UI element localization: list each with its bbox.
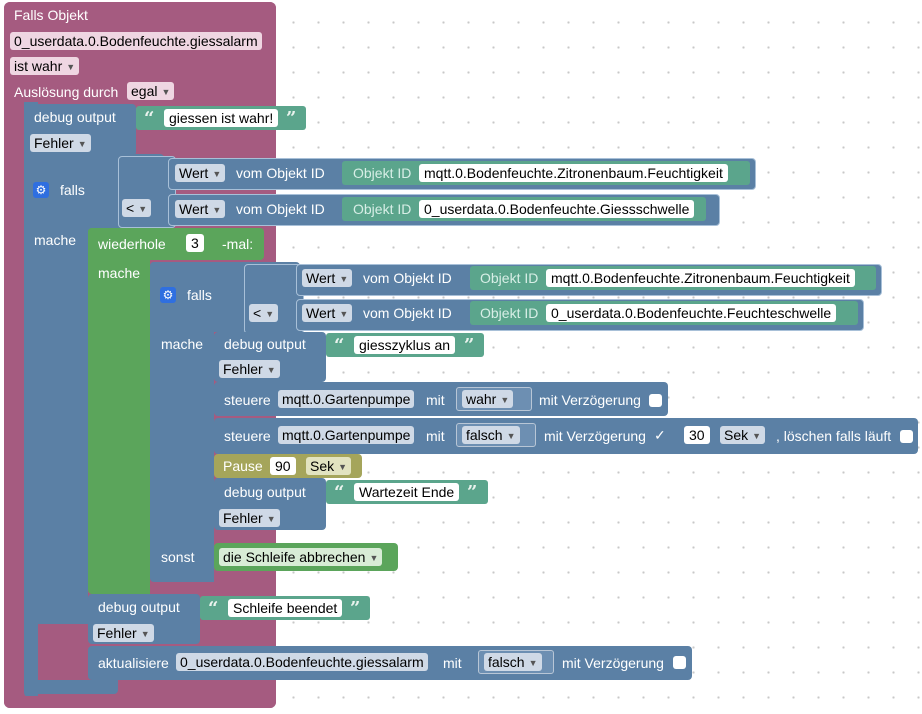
gear-icon[interactable]: ⚙ (33, 182, 49, 198)
object-id-label-1a: Objekt ID (353, 165, 412, 181)
debug-level-dropdown-3[interactable]: Fehler▼ (219, 509, 280, 527)
control-label-2: steuere (224, 428, 271, 444)
of-object-label-2b: vom Objekt ID (363, 305, 452, 321)
control-with-label-2: mit (426, 428, 445, 444)
quote-open-icon: “ (208, 598, 219, 619)
get-prop-dropdown-2a[interactable]: Wert▼ (302, 269, 353, 287)
object-id-value-1b[interactable]: 0_userdata.0.Bodenfeuchte.Giessschwelle (419, 200, 695, 218)
object-id-value-1a[interactable]: mqtt.0.Bodenfeuchte.Zitronenbaum.Feuchti… (419, 164, 728, 182)
compare-block-2[interactable] (244, 264, 304, 334)
quote-close-icon: ” (467, 482, 478, 503)
compare-operator-1[interactable]: <▼ (122, 199, 152, 217)
break-dropdown[interactable]: die Schleife abbrechen▼ (219, 548, 383, 566)
quote-open-icon: “ (334, 482, 345, 503)
clear-checkbox[interactable] (900, 430, 913, 443)
pause-label: Pause (223, 458, 263, 474)
get-prop-dropdown-2b[interactable]: Wert▼ (302, 304, 353, 322)
of-object-label-2a: vom Objekt ID (363, 270, 452, 286)
trigger-by-dropdown[interactable]: egal▼ (127, 82, 175, 100)
delay-unit-dropdown[interactable]: Sek▼ (720, 426, 766, 444)
control-delay-label-2: mit Verzögerung (544, 428, 646, 444)
of-object-label-1b: vom Objekt ID (236, 201, 325, 217)
repeat-do-label: mache (98, 265, 141, 281)
quote-close-icon: ” (350, 598, 361, 619)
debug-text-3[interactable]: Wartezeit Ende (354, 483, 460, 501)
quote-open-icon: “ (334, 335, 345, 356)
clear-if-running-label: , löschen falls läuft (776, 428, 892, 444)
object-id-value-2a[interactable]: mqtt.0.Bodenfeuchte.Zitronenbaum.Feuchti… (546, 269, 855, 287)
quote-close-icon: ” (464, 335, 475, 356)
update-object[interactable]: 0_userdata.0.Bodenfeuchte.giessalarm (176, 653, 428, 671)
delay-checkbox-1[interactable] (649, 394, 662, 407)
trigger-title: Falls Objekt (14, 7, 88, 23)
repeat-count-field[interactable]: 3 (186, 234, 204, 252)
of-object-label-1a: vom Objekt ID (236, 165, 325, 181)
update-with-label: mit (443, 655, 462, 671)
trigger-by-label: Auslösung durch (14, 84, 119, 100)
debug-label-2: debug output (224, 336, 306, 352)
if-label-2: falls (187, 287, 212, 303)
get-prop-dropdown-1b[interactable]: Wert▼ (175, 200, 226, 218)
gear-icon[interactable]: ⚙ (160, 287, 176, 303)
control-value-dropdown-2[interactable]: falsch▼ (462, 426, 520, 444)
if-do-label-1: mache (34, 232, 77, 248)
debug-text-1[interactable]: giessen ist wahr! (164, 109, 279, 127)
trigger-object-id[interactable]: 0_userdata.0.Bodenfeuchte.giessalarm (10, 32, 262, 50)
debug-level-dropdown-1[interactable]: Fehler▼ (30, 134, 91, 152)
if-label-1: falls (60, 182, 85, 198)
repeat-suffix: -mal: (222, 236, 254, 252)
control-object-2[interactable]: mqtt.0.Gartenpumpe (278, 426, 415, 444)
update-label: aktualisiere (98, 655, 169, 671)
repeat-label: wiederhole (98, 236, 166, 252)
quote-close-icon: ” (286, 108, 297, 129)
debug-label-1: debug output (34, 109, 116, 125)
control-with-label-1: mit (426, 392, 445, 408)
repeat-block-spine (88, 228, 150, 594)
update-value-dropdown[interactable]: falsch▼ (484, 653, 542, 671)
control-delay-label-1: mit Verzögerung (539, 392, 641, 408)
if-block-2-body (150, 262, 214, 582)
control-value-dropdown-1[interactable]: wahr▼ (462, 390, 514, 408)
get-prop-dropdown-1a[interactable]: Wert▼ (175, 164, 226, 182)
pause-unit-dropdown[interactable]: Sek▼ (306, 457, 352, 475)
quote-open-icon: “ (144, 108, 155, 129)
trigger-condition-dropdown[interactable]: ist wahr▼ (10, 57, 80, 75)
update-delay-label: mit Verzögerung (562, 655, 664, 671)
if-block-1-body (24, 154, 88, 624)
if-do-label-2: mache (161, 336, 204, 352)
if-else-label-2: sonst (161, 549, 195, 565)
debug-text-4[interactable]: Schleife beendet (228, 599, 343, 617)
trigger-block-bottom (4, 696, 276, 708)
control-label-1: steuere (224, 392, 271, 408)
delay-check-icon[interactable]: ✓ (654, 427, 666, 443)
delay-value-field[interactable]: 30 (684, 426, 710, 444)
control-object-1[interactable]: mqtt.0.Gartenpumpe (278, 390, 415, 408)
object-id-label-2a: Objekt ID (480, 270, 539, 286)
debug-level-dropdown-4[interactable]: Fehler▼ (93, 624, 154, 642)
object-id-label-1b: Objekt ID (353, 201, 412, 217)
if-block-1-bottom (24, 680, 118, 694)
object-id-value-2b[interactable]: 0_userdata.0.Bodenfeuchte.Feuchteschwell… (546, 304, 837, 322)
object-id-label-2b: Objekt ID (480, 305, 539, 321)
debug-label-4: debug output (98, 599, 180, 615)
compare-operator-2[interactable]: <▼ (249, 304, 279, 322)
debug-label-3: debug output (224, 484, 306, 500)
debug-level-dropdown-2[interactable]: Fehler▼ (219, 360, 280, 378)
pause-value-field[interactable]: 90 (270, 457, 296, 475)
debug-text-2[interactable]: giesszyklus an (354, 336, 456, 354)
update-delay-checkbox[interactable] (673, 656, 686, 669)
